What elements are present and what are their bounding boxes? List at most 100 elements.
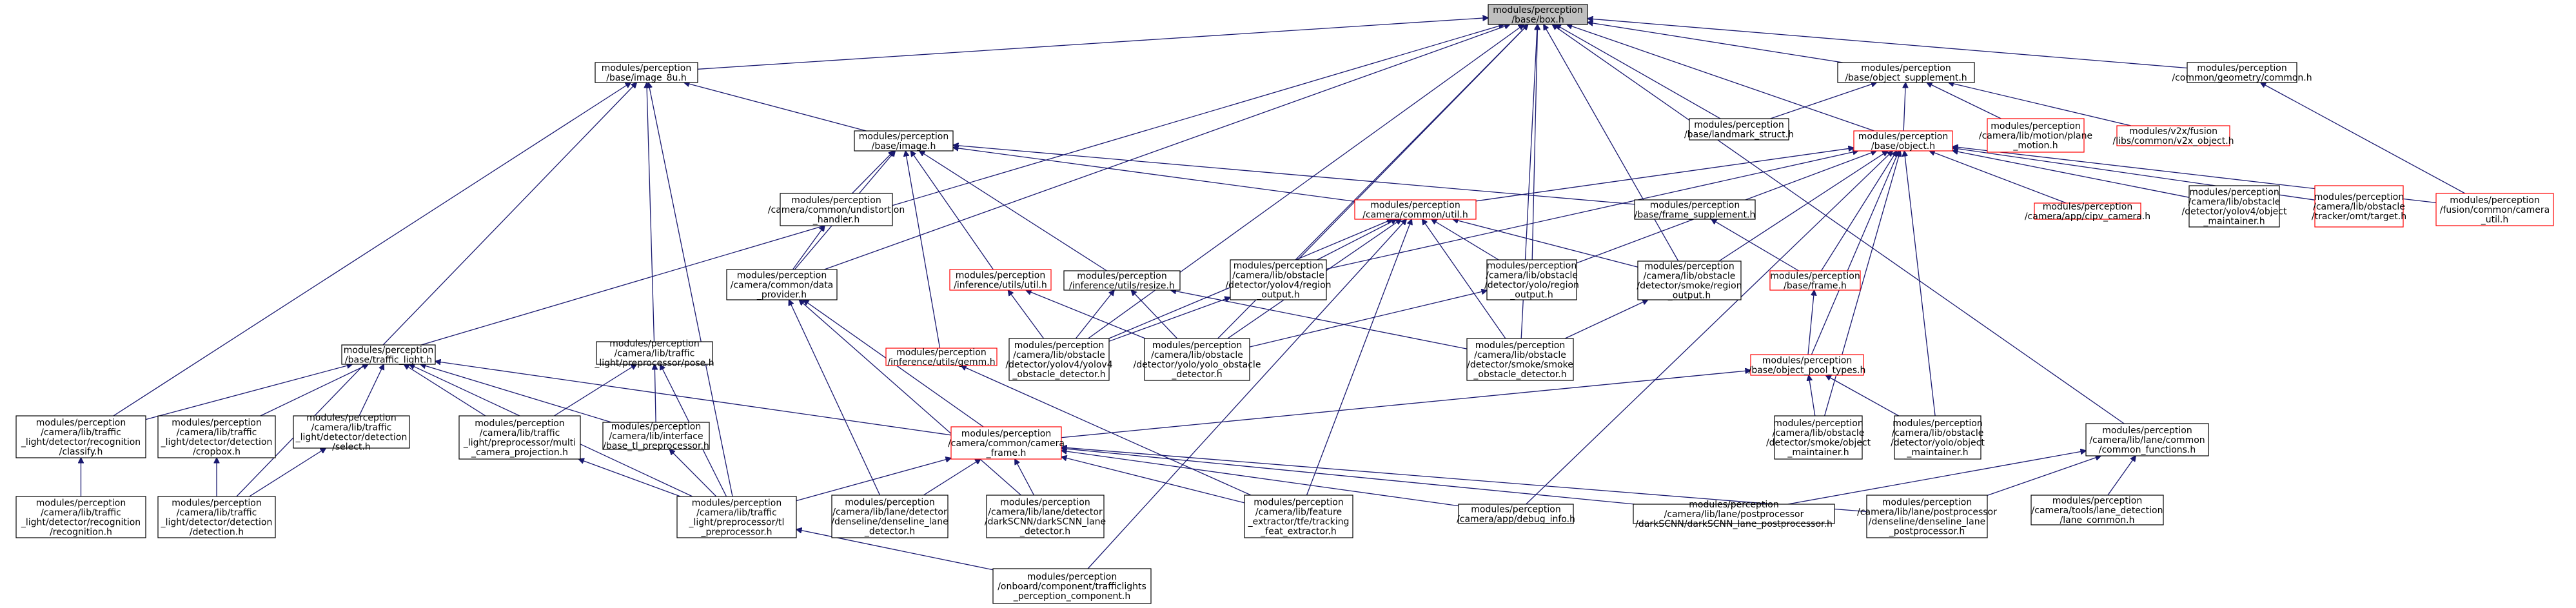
node-label-line: /detector/yolo/yolo_obstacle (1134, 360, 1261, 370)
node-label-line: /camera/lib/obstacle (2313, 202, 2405, 212)
node-pose[interactable]: modules/perception/camera/lib/traffic_li… (594, 339, 714, 369)
node-lanecommon[interactable]: modules/perception/camera/lib/lane/commo… (2085, 423, 2209, 456)
edge-line (796, 458, 951, 502)
node-darkscnnpost[interactable]: modules/perception/camera/lib/lane/postp… (1633, 500, 1835, 529)
node-denselinepost[interactable]: modules/perception/camera/lib/lane/postp… (1857, 495, 1997, 538)
node-yoloregion[interactable]: modules/perception/camera/lib/obstacle/d… (1484, 259, 1579, 300)
node-denselinedet[interactable]: modules/perception/camera/lib/lane/detec… (831, 495, 949, 538)
node-image[interactable]: modules/perception/base/image.h (854, 130, 954, 152)
edge-darkscnndet-to-dataprov (799, 300, 1021, 496)
node-label-line: modules/perception (1882, 498, 1972, 508)
node-tracking[interactable]: modules/perception/camera/lib/feature_ex… (1244, 495, 1353, 538)
node-gemm[interactable]: modules/perception/inference/utils/gemm.… (885, 348, 998, 368)
node-frame[interactable]: modules/perception/base/frame.h (1769, 270, 1861, 291)
node-box (726, 269, 838, 300)
node-box (1633, 504, 1835, 524)
node-trafficlight[interactable]: modules/perception/base/traffic_light.h (341, 344, 436, 366)
edge-line (1564, 300, 1648, 339)
node-motionplane[interactable]: modules/perception/camera/lib/motion/pla… (1979, 118, 2092, 153)
node-geometry[interactable]: modules/perception/common/geometry/commo… (2172, 62, 2312, 83)
node-v2xobj[interactable]: modules/v2x/fusion/libs/common/v2x_objec… (2112, 125, 2234, 146)
node-label-line: _maintainer.h (2203, 217, 2265, 227)
node-dataprov[interactable]: modules/perception/camera/common/data_pr… (726, 269, 838, 300)
edge-object-to-root (1567, 25, 1874, 132)
node-label-line: _postprocessor.h (1889, 527, 1965, 537)
edge-multicam-to-trafficlight (404, 364, 486, 417)
node-label-line: /select.h (332, 442, 371, 453)
node-tlcomp[interactable]: modules/perception/onboard/component/tra… (992, 568, 1152, 604)
edge-line (1544, 25, 1679, 262)
node-landmark[interactable]: modules/perception/base/landmark_struct.… (1684, 118, 1794, 141)
node-infutil[interactable]: modules/perception/inference/utils/util.… (949, 269, 1052, 291)
node-yolodet[interactable]: modules/perception/camera/lib/obstacle/d… (1134, 338, 1261, 381)
node-framesupp[interactable]: modules/perception/base/frame_supplement… (1634, 199, 1756, 221)
edge-darkscnnpost-to-camframe (1061, 448, 1635, 505)
node-camframe[interactable]: modules/perception/camera/common/camera_… (948, 426, 1065, 460)
edge-line (1531, 25, 1537, 260)
node-omttarget[interactable]: modules/perception/camera/lib/obstacle/t… (2312, 185, 2406, 228)
node-objpool[interactable]: modules/perception/base/object_pool_type… (1749, 354, 1866, 376)
node-label-line: modules/perception (2450, 195, 2539, 206)
edge-dataprov-to-undist (792, 226, 825, 270)
node-label-line: /camera/lib/lane/postprocessor (1664, 509, 1804, 520)
node-label-line: modules/perception (475, 418, 564, 429)
edge-objpool-to-object (1811, 151, 1899, 355)
edge-line (2107, 456, 2136, 496)
edge-yolov4det-to-yolov4region (1108, 297, 1230, 342)
node-label-line: /base/box.h (1511, 15, 1564, 25)
node-lanedetcommon[interactable]: modules/perception/camera/tools/lane_det… (2030, 495, 2164, 525)
node-label-line: /base/image.h (872, 141, 936, 152)
node-label-line: /detector/yolo/region (1484, 280, 1579, 291)
node-label-line: _obstacle_detector.h (1473, 369, 1566, 380)
node-smokedet[interactable]: modules/perception/camera/lib/obstacle/d… (1466, 338, 1574, 381)
node-cropbox[interactable]: modules/perception/camera/lib/traffic_li… (157, 415, 276, 458)
node-box (1769, 270, 1861, 291)
node-multicam[interactable]: modules/perception/camera/lib/traffic_li… (458, 415, 581, 460)
node-yolomaint[interactable]: modules/perception/camera/lib/obstacle/d… (1891, 415, 1985, 460)
node-classify[interactable]: modules/perception/camera/lib/traffic_li… (15, 415, 146, 458)
node-basetl[interactable]: modules/perception/camera/lib/interface/… (602, 422, 710, 451)
edge-line (1567, 25, 1874, 132)
edge-line (1555, 25, 1721, 119)
node-undist[interactable]: modules/perception/camera/common/undisto… (768, 193, 905, 226)
node-yolov4maint[interactable]: modules/perception/camera/lib/obstacle/d… (2182, 185, 2287, 228)
edge-line (1431, 219, 1499, 260)
node-image8u[interactable]: modules/perception/base/image_8u.h (595, 62, 698, 83)
node-object[interactable]: modules/perception/base/object.h (1853, 130, 1953, 152)
node-label-line: /camera/common/util.h (1362, 210, 1468, 221)
edge-line (1422, 219, 1506, 339)
node-recognition[interactable]: modules/perception/camera/lib/traffic_li… (15, 496, 146, 538)
node-label-line: /camera/common/undistortion (768, 205, 905, 215)
edge-yoloregion-to-camutil (1431, 219, 1499, 260)
edge-yolov4det-to-resize (1075, 290, 1114, 339)
node-fusioncamutil[interactable]: modules/perception/fusion/common/camera_… (2435, 193, 2554, 226)
node-label-line: _perception_component.h (1013, 591, 1131, 602)
node-objsupp[interactable]: modules/perception/base/object_supplemen… (1837, 62, 1975, 83)
node-smokeregion[interactable]: modules/perception/camera/lib/obstacle/d… (1637, 260, 1742, 301)
node-tlpre[interactable]: modules/perception/camera/lib/traffic_li… (676, 496, 797, 538)
edge-yolov4region-to-object (1326, 151, 1858, 270)
node-detection[interactable]: modules/perception/camera/lib/traffic_li… (157, 496, 276, 538)
node-camutil[interactable]: modules/perception/camera/common/util.h (1354, 199, 1477, 221)
node-label-line: /classify.h (59, 447, 103, 457)
edge-line (1904, 151, 1936, 417)
node-darkscnndet[interactable]: modules/perception/camera/lib/lane/detec… (985, 495, 1106, 538)
node-yolov4det[interactable]: modules/perception/camera/lib/obstacle/d… (1005, 338, 1113, 381)
node-label-line: /camera/app/cipv_camera.h (2025, 211, 2150, 222)
node-smokemaint[interactable]: modules/perception/camera/lib/obstacle/d… (1766, 415, 1871, 460)
node-resize[interactable]: modules/perception/inference/utils/resiz… (1063, 270, 1181, 291)
edge-line (1820, 151, 1897, 271)
node-root[interactable]: modules/perception/base/box.h (1488, 4, 1588, 25)
node-label-line: modules/perception (1000, 498, 1090, 508)
edge-line (953, 145, 1635, 205)
node-yolov4region[interactable]: modules/perception/camera/lib/obstacle/d… (1225, 259, 1332, 300)
edge-line (684, 83, 867, 132)
node-label-line: _output.h (1667, 291, 1711, 301)
node-cipv[interactable]: modules/perception/camera/app/cipv_camer… (2025, 202, 2150, 222)
node-select[interactable]: modules/perception/camera/lib/traffic_li… (293, 413, 410, 453)
node-box (780, 193, 893, 226)
node-debuginfo[interactable]: modules/perception/camera/app/debug_info… (1457, 504, 1575, 525)
node-label-line: /camera/lib/traffic (177, 508, 257, 518)
node-label-line: /denseline/denseline_lane (831, 517, 948, 527)
edge-camutil-to-image (953, 148, 1355, 202)
